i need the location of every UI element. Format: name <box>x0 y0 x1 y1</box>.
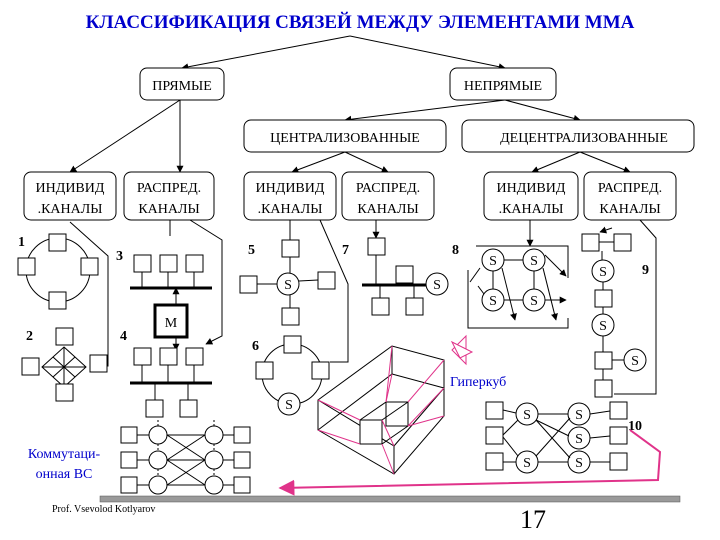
channel-box-4: РАСПРЕД. КАНАЛЫ <box>341 171 435 221</box>
topology-1-ring <box>17 221 109 367</box>
category-decentralized-label: ДЕЦЕНТРАЛИЗОВАННЫЕ <box>500 131 668 146</box>
channel-box-5-line1: ИНДИВИД <box>497 181 566 196</box>
switch-label: S <box>285 398 293 413</box>
hypercube: Гиперкуб <box>317 334 506 475</box>
topology-6-switch-ring: S <box>255 335 330 416</box>
number-6: 6 <box>252 339 259 354</box>
pink-arrow <box>278 429 662 496</box>
number-7: 7 <box>342 243 349 258</box>
bottom-rule <box>99 495 681 503</box>
category-direct: ПРЯМЫЕ <box>139 67 225 101</box>
switching-label-line1: Коммутаци- <box>28 447 101 462</box>
channel-box-3-line2: .КАНАЛЫ <box>258 202 323 217</box>
switch-label: S <box>489 254 497 269</box>
switching-system: Коммутаци- онная ВС <box>28 418 251 495</box>
channel-box-3: ИНДИВИД .КАНАЛЫ <box>243 171 337 221</box>
category-centralized-label: ЦЕНТРАЛИЗОВАННЫЕ <box>270 131 420 146</box>
category-decentralized: ДЕЦЕНТРАЛИЗОВАННЫЕ <box>461 119 695 153</box>
channel-box-2-line1: РАСПРЕД. <box>137 181 201 196</box>
category-centralized: ЦЕНТРАЛИЗОВАННЫЕ <box>243 119 447 153</box>
number-9: 9 <box>642 263 649 278</box>
number-4: 4 <box>120 329 127 344</box>
channel-box-5: ИНДИВИД .КАНАЛЫ <box>483 171 579 221</box>
topology-5-switch-star: S <box>239 219 349 363</box>
channel-box-1-line2: .КАНАЛЫ <box>38 202 103 217</box>
slide-title: КЛАССИФИКАЦИЯ СВЯЗЕЙ МЕЖДУ ЭЛЕМЕНТАМИ ММ… <box>85 12 635 33</box>
hypercube-label: Гиперкуб <box>450 375 506 390</box>
memory-label: M <box>165 316 178 331</box>
switch-label: S <box>530 254 538 269</box>
channel-box-2: РАСПРЕД. КАНАЛЫ <box>123 171 215 221</box>
number-2: 2 <box>26 329 33 344</box>
channel-box-2-line2: КАНАЛЫ <box>138 202 199 217</box>
channel-box-6-line2: КАНАЛЫ <box>599 202 660 217</box>
channel-box-1-line1: ИНДИВИД <box>36 181 105 196</box>
number-8: 8 <box>452 243 459 258</box>
page-number: 17 <box>520 505 546 534</box>
channel-box-3-line1: ИНДИВИД <box>256 181 325 196</box>
switch-label: S <box>433 278 441 293</box>
switch-label: S <box>489 294 497 309</box>
tree-connectors <box>69 35 631 174</box>
topology-8-switch-mesh: S S S S <box>467 220 569 329</box>
topology-3-bus: M <box>130 219 223 418</box>
number-5: 5 <box>248 243 255 258</box>
channel-box-6-line1: РАСПРЕД. <box>598 181 662 196</box>
switching-label-line2: онная ВС <box>36 467 93 482</box>
number-10: 10 <box>628 419 642 434</box>
switch-label: S <box>575 432 583 447</box>
switch-label: S <box>523 456 531 471</box>
author-name: Prof. Vsevolod Kotlyarov <box>52 504 156 515</box>
switch-label: S <box>530 294 538 309</box>
category-direct-label: ПРЯМЫЕ <box>152 79 212 94</box>
channel-box-6: РАСПРЕД. КАНАЛЫ <box>583 171 677 221</box>
topology-7-switch-bus: S <box>362 220 449 316</box>
number-3: 3 <box>116 249 123 264</box>
topology-10-switch-network: S S S S S <box>485 401 628 474</box>
switch-label: S <box>284 278 292 293</box>
topology-9-switch-chain: S S S <box>581 219 657 398</box>
channel-box-4-line1: РАСПРЕД. <box>356 181 420 196</box>
number-1: 1 <box>18 235 25 250</box>
switch-label: S <box>575 408 583 423</box>
channel-box-1: ИНДИВИД .КАНАЛЫ <box>23 171 117 221</box>
switch-label: S <box>631 354 639 369</box>
channel-box-4-line2: КАНАЛЫ <box>357 202 418 217</box>
category-indirect-label: НЕПРЯМЫЕ <box>464 79 542 94</box>
switch-label: S <box>599 319 607 334</box>
category-indirect: НЕПРЯМЫЕ <box>449 67 557 101</box>
topology-2-star <box>21 327 108 402</box>
switch-label: S <box>523 408 531 423</box>
switch-label: S <box>599 265 607 280</box>
channel-box-5-line2: .КАНАЛЫ <box>499 202 564 217</box>
switch-label: S <box>575 456 583 471</box>
